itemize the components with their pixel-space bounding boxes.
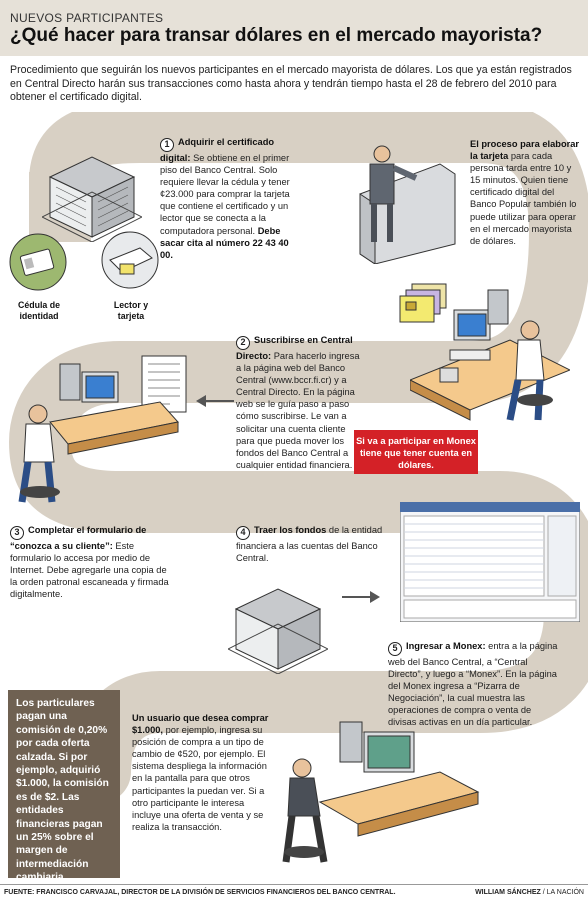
step-2-number: 2 [236, 336, 250, 350]
intro-paragraph: Procedimiento que seguirán los nuevos pa… [10, 64, 572, 103]
cards-icon [399, 283, 447, 323]
buyer-body: por ejemplo, ingresa su posición de comp… [132, 725, 267, 832]
bank-building-center-icon [228, 588, 328, 674]
step-2-title: Suscribirse en Central Directo: [236, 335, 353, 361]
service-booth-icon [359, 145, 456, 264]
step-2-body: Para hacerlo ingresa a la página web del… [236, 351, 360, 470]
process-title: El proceso para elaborar la tarjeta [470, 139, 580, 162]
step-4-number: 4 [236, 526, 250, 540]
outlet-name: LA NACIÓN [546, 889, 584, 896]
step-3-body: Este formulario lo accesa por medio de I… [10, 541, 169, 600]
source-text: FRANCISCO CARVAJAL, DIRECTOR DE LA DIVIS… [36, 889, 396, 896]
arrow-left-icon [196, 395, 234, 407]
step-4: 4 Traer los fondos de la entidad financie… [236, 524, 386, 564]
workstation-icon [410, 289, 570, 421]
step-5-number: 5 [388, 642, 402, 656]
step-1-body: Se obtiene en el primer piso del Banco C… [160, 153, 290, 236]
footer-source: FUENTE: FRANCISCO CARVAJAL, DIRECTOR DE … [4, 889, 396, 896]
step-1-appointment: Debe sacar cita al número 22 43 40 00. [160, 225, 289, 260]
arrow-right-icon [342, 591, 380, 603]
process-body: para cada persona tarda entre 10 y 15 mi… [470, 151, 577, 246]
step-5-body: entra a la página web del Banco Central,… [388, 641, 558, 728]
process-note: El proceso para elaborar la tarjeta para… [470, 138, 582, 247]
id-card-icon [9, 233, 67, 291]
caption-cedula: Cédula de identidad [17, 300, 61, 321]
step-5-title: Ingresar a Monex: [406, 641, 486, 651]
step-5: 5 Ingresar a Monex: entra a la página web… [388, 640, 558, 729]
step-4-body: de la entidad financiera a las cuentas d… [236, 525, 383, 564]
bank-building-icon [42, 156, 142, 242]
author-name: WILLIAM SÁNCHEZ [475, 889, 541, 896]
buyer-title: Un usuario que desea comprar $1.000, [132, 713, 269, 736]
step-3-number: 3 [10, 526, 24, 540]
monex-screen-icon [400, 502, 580, 622]
step-1-number: 1 [160, 138, 174, 152]
workstation-left-icon [18, 363, 179, 503]
commission-note: Los particulares pagan una comisión de 0… [8, 690, 120, 883]
card-reader-icon [101, 231, 159, 289]
source-label: FUENTE: [4, 889, 35, 896]
header: NUEVOS PARTICIPANTES ¿Qué hacer para tra… [0, 0, 588, 56]
footer: FUENTE: FRANCISCO CARVAJAL, DIRECTOR DE … [0, 884, 588, 900]
form-document-icon [141, 355, 187, 413]
step-1-title: Adquirir el certificado digital: [160, 137, 275, 163]
step-4-title: Traer los fondos [254, 525, 327, 535]
trading-workstation-icon [282, 721, 480, 863]
footer-author: WILLIAM SÁNCHEZ / LA NACIÓN [475, 889, 584, 896]
page-title: ¿Qué hacer para transar dólares en el me… [10, 25, 543, 46]
step-3-title: Completar el formulario de “conozca a su… [10, 525, 147, 551]
dollar-account-note: Si va a participar en Monex tiene que te… [354, 430, 478, 474]
kicker: NUEVOS PARTICIPANTES [10, 11, 164, 25]
caption-lector: Lector y tarjeta [113, 300, 149, 321]
buyer-example: Un usuario que desea comprar $1.000, por… [132, 712, 272, 833]
